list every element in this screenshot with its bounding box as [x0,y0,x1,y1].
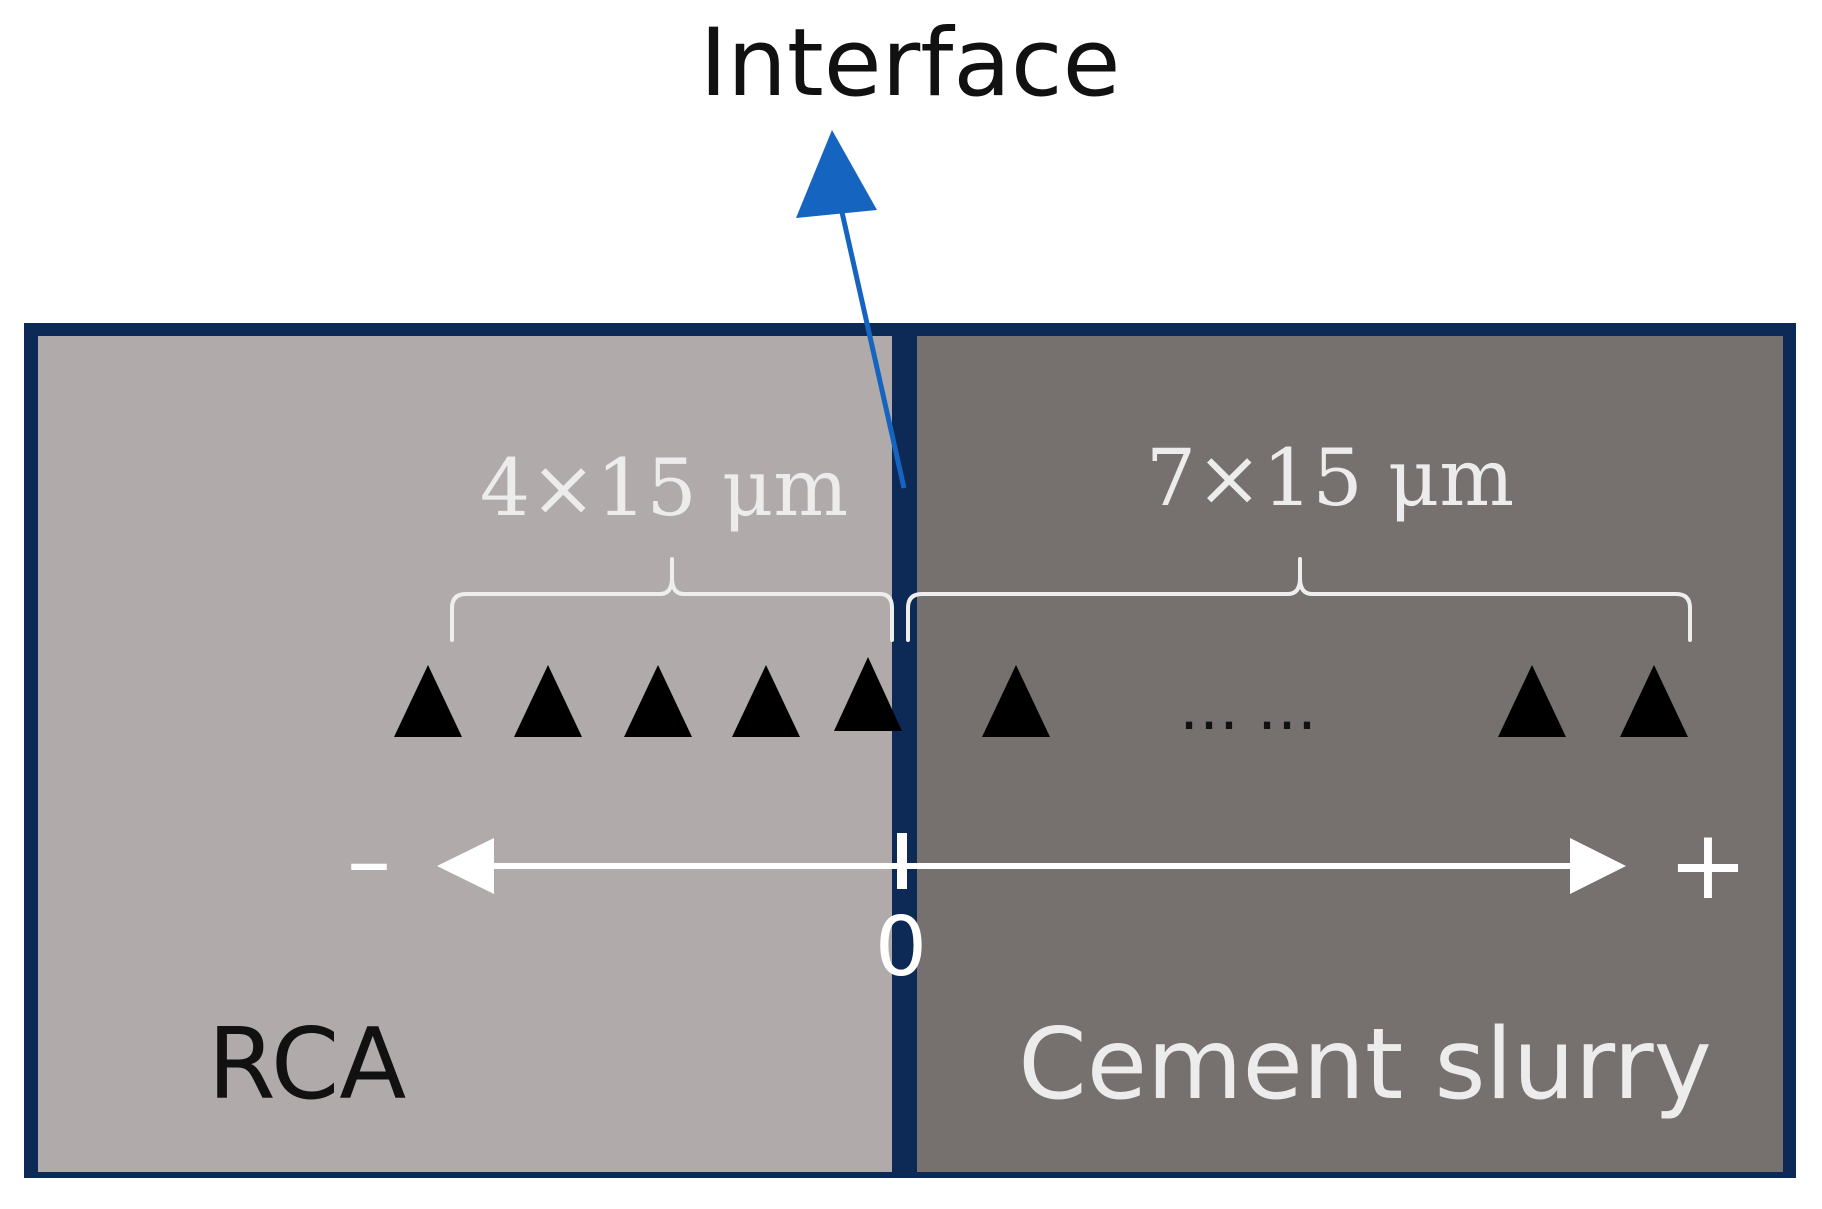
marker-triangle-icon [394,665,462,737]
right-span-label: 7×15 μm [1146,432,1514,524]
marker-triangle-icon [834,657,902,731]
marker-triangle-icon [1498,665,1566,737]
interface-pointer-arrowhead-icon [796,130,877,218]
left-span-label: 4×15 μm [480,442,848,534]
cement-slurry-label: Cement slurry [1018,1008,1711,1122]
marker-triangle-icon [982,665,1050,737]
interface-line [892,336,917,1172]
cement-slurry-region [917,336,1783,1172]
marker-triangle-icon [514,665,582,737]
left-span-brace [450,557,894,642]
axis-left-arrowhead-icon [437,838,494,894]
rca-region [38,336,892,1172]
axis-minus-label: – [347,809,391,912]
rca-label: RCA [208,1008,407,1122]
axis-zero-tick [897,833,907,889]
axis-zero-label: 0 [875,900,927,995]
right-span-brace [906,557,1692,642]
interface-title: Interface [700,9,1121,118]
measurement-markers [394,657,1688,737]
marker-triangle-icon [624,665,692,737]
axis-plus-label: + [1668,809,1748,921]
marker-triangle-icon [732,665,800,737]
axis-right-arrowhead-icon [1570,838,1626,894]
marker-ellipsis: …… [1179,674,1335,744]
interface-pointer-shaft [834,189,907,489]
marker-triangle-icon [1620,665,1688,737]
